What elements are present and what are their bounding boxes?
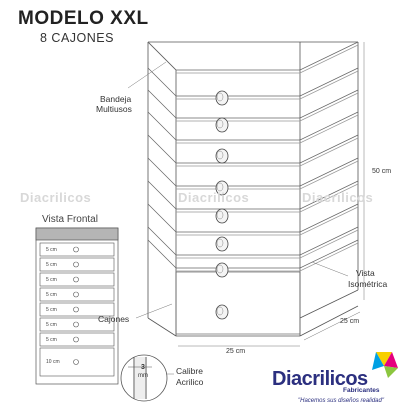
gauge-label-line1: Calibre xyxy=(176,366,203,376)
drawer-knob xyxy=(215,208,229,224)
view-label-line1: Vista xyxy=(356,268,375,278)
watermark: Diacrilicos xyxy=(302,190,374,205)
front-view-drawer xyxy=(39,257,115,272)
gauge-value-number: 3 xyxy=(141,364,145,371)
gauge-value-unit: mm xyxy=(138,373,148,379)
dimension-lines xyxy=(127,42,365,347)
drawer-knob xyxy=(215,117,229,133)
front-view-drawer xyxy=(39,347,115,377)
front-view-knob-icon xyxy=(73,359,79,365)
isometric-shelves xyxy=(147,41,359,335)
drawer-knob xyxy=(215,262,229,278)
shelf-thickness xyxy=(176,160,359,190)
shelf-edge xyxy=(176,239,359,269)
front-view-knob-icon xyxy=(73,246,79,253)
shelf-edge xyxy=(176,180,359,210)
front-view-drawer xyxy=(39,272,115,287)
page-title: MODELO XXL xyxy=(18,8,149,29)
front-view-drawer xyxy=(39,302,115,317)
watermark: Diacrilicos xyxy=(20,190,92,205)
front-view-knob-icon xyxy=(73,261,79,268)
shelf-side xyxy=(147,157,177,187)
front-view-knob-icon xyxy=(73,291,79,298)
brand-tagline: Fabricantes xyxy=(343,387,380,394)
bottom-drawer-front xyxy=(175,271,301,335)
shelf-thickness xyxy=(176,114,359,144)
front-view-title: Vista Frontal xyxy=(42,214,98,225)
front-view-drawer xyxy=(39,242,115,257)
shelf-side xyxy=(147,41,177,71)
shelf-thickness xyxy=(176,137,359,167)
width-dimension: 25 cm xyxy=(226,348,246,355)
shelf-side xyxy=(147,239,177,269)
shelf-side xyxy=(147,67,177,97)
drawer-knob xyxy=(215,304,229,320)
front-view-drawer xyxy=(39,287,115,302)
front-view-drawer-height: 5 cm xyxy=(46,336,57,343)
front-view-rows xyxy=(39,242,115,377)
shelf-side xyxy=(147,203,177,233)
shelf-edge xyxy=(176,89,359,119)
front-view-drawer-height: 5 cm xyxy=(46,246,57,253)
shelf-side xyxy=(147,226,177,256)
shelf-side xyxy=(147,111,177,141)
brand-slogan: "Hacemos sus diseños realidad" xyxy=(298,398,384,404)
front-view-drawer-height: 5 cm xyxy=(46,261,57,268)
shelf-thickness xyxy=(176,206,359,236)
tray-label-line1: Bandeja xyxy=(100,94,132,104)
shelf-thickness xyxy=(176,242,359,272)
page-subtitle: 8 CAJONES xyxy=(40,31,114,45)
view-label-line2: Isométrica xyxy=(348,279,388,289)
drawer-knob xyxy=(215,90,229,106)
front-view-drawer xyxy=(39,317,115,332)
gauge-detail xyxy=(120,354,168,402)
shelf-side xyxy=(147,134,177,164)
front-view-knob-icon xyxy=(73,276,79,283)
front-view-drawer-height: 5 cm xyxy=(46,276,57,283)
front-view-knob-icon xyxy=(73,306,79,313)
watermark: Diacrilicos xyxy=(178,190,250,205)
shelf-edge xyxy=(176,134,359,164)
drawers-label: Cajones xyxy=(98,314,130,324)
drawer-knob xyxy=(215,180,229,196)
shelf-side xyxy=(147,180,177,210)
shelf-thickness xyxy=(176,44,359,74)
shelf-thickness xyxy=(176,92,359,122)
shelf-thickness xyxy=(176,70,359,100)
shelf-edge xyxy=(176,157,359,187)
tray-label-line2: Multiusos xyxy=(96,104,132,114)
isometric-knobs xyxy=(215,90,229,320)
shelf-edge xyxy=(176,111,359,141)
drawer-knob xyxy=(215,236,229,252)
gauge-label-line2: Acrilico xyxy=(176,377,204,387)
front-view-drawing xyxy=(35,227,119,385)
shelf-edge xyxy=(176,67,359,97)
front-view-drawer-height: 5 cm xyxy=(46,306,57,313)
shelf-thickness xyxy=(176,229,359,259)
front-view-knob-icon xyxy=(73,336,79,343)
shelf-side xyxy=(147,89,177,119)
height-dimension: 50 cm xyxy=(372,168,392,175)
front-view-drawer-height: 10 cm xyxy=(46,359,60,365)
shelf-edge xyxy=(176,203,359,233)
drawer-knob xyxy=(215,148,229,164)
shelf-edge xyxy=(176,226,359,256)
front-view-knob-icon xyxy=(73,321,79,328)
brand-logo-icon xyxy=(372,352,398,378)
brand-name: Diacrilicos xyxy=(272,368,368,390)
shelf-edge xyxy=(176,41,359,71)
front-view-drawer-height: 5 cm xyxy=(46,291,57,298)
depth-dimension: 25 cm xyxy=(340,318,360,325)
front-view-drawer-height: 5 cm xyxy=(46,321,57,328)
front-view-drawer xyxy=(39,332,115,347)
